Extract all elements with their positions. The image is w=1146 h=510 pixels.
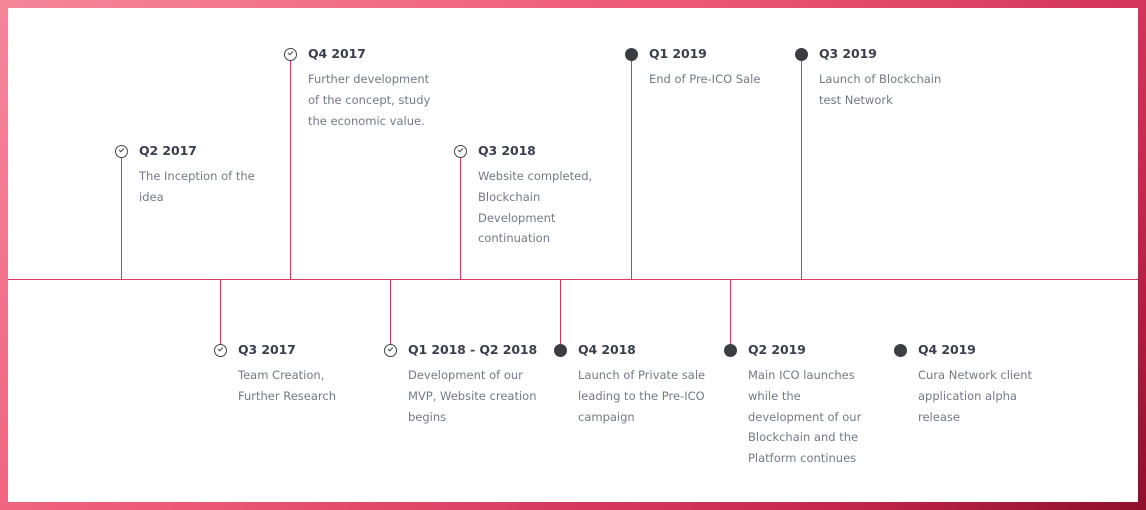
description-line: Website completed,: [478, 169, 593, 183]
connector-line: [460, 157, 461, 279]
description-line: MVP, Website creation: [408, 388, 537, 403]
connector-line: [121, 157, 122, 279]
description-line: Development: [478, 210, 556, 225]
description-line: leading to the Pre-ICO: [578, 388, 705, 403]
connector-line: [390, 279, 391, 344]
description-line: Launch of Blockchain: [819, 72, 942, 86]
description-line: Team Creation,: [238, 368, 325, 382]
milestone-period: Q2 2019: [748, 342, 806, 357]
timeline-axis: [8, 279, 1138, 280]
check-icon: [115, 145, 128, 158]
check-icon: [384, 344, 397, 357]
connector-line: [290, 60, 291, 279]
milestone-description: Launch of Private sale leading to the Pre…: [578, 365, 705, 427]
milestone-period: Q4 2017: [308, 46, 366, 61]
description-line: Blockchain and the: [748, 430, 859, 445]
connector-line: [631, 60, 632, 279]
description-line: test Network: [819, 92, 893, 107]
description-line: application alpha: [918, 388, 1017, 403]
description-line: campaign: [578, 409, 635, 424]
check-icon: [214, 344, 227, 357]
description-line: Platform continues: [748, 451, 857, 466]
dot-icon: [625, 48, 638, 61]
dot-icon: [894, 344, 907, 357]
milestone-period: Q2 2017: [139, 143, 197, 158]
dot-icon: [724, 344, 737, 357]
description-line: Cura Network client: [918, 368, 1033, 382]
description-line: The Inception of the: [139, 169, 255, 183]
description-line: Main ICO launches: [748, 368, 855, 382]
description-line: Development of our: [408, 368, 523, 382]
milestone-period: Q3 2018: [478, 143, 536, 158]
milestone-period: Q4 2018: [578, 342, 636, 357]
description-line: of the concept, study: [308, 92, 431, 107]
description-line: release: [918, 409, 960, 424]
milestone-description: The Inception of the idea: [139, 166, 255, 208]
connector-line: [730, 279, 731, 344]
description-line: Launch of Private sale: [578, 368, 706, 382]
connector-line: [801, 60, 802, 279]
connector-line: [560, 279, 561, 344]
milestone-period: Q3 2019: [819, 46, 877, 61]
description-line: idea: [139, 189, 164, 204]
connector-line: [220, 279, 221, 344]
description-line: development of our: [748, 409, 862, 424]
milestone-period: Q3 2017: [238, 342, 296, 357]
description-line: continuation: [478, 231, 551, 246]
milestone-period: Q4 2019: [918, 342, 976, 357]
milestone-period: Q1 2019: [649, 46, 707, 61]
description-line: while the: [748, 388, 801, 403]
check-icon: [454, 145, 467, 158]
description-line: begins: [408, 409, 447, 424]
description-line: Blockchain: [478, 189, 541, 204]
description-line: Further Research: [238, 388, 337, 403]
milestone-description: End of Pre-ICO Sale: [649, 69, 760, 90]
description-line: Further development: [308, 72, 430, 86]
check-icon: [284, 48, 297, 61]
milestone-description: Main ICO launches while the development of…: [748, 365, 861, 469]
milestone-description: Team Creation, Further Research: [238, 365, 336, 407]
milestone-period: Q1 2018 - Q2 2018: [408, 342, 538, 357]
dot-icon: [795, 48, 808, 61]
milestone-description: Cura Network client application alpha rele…: [918, 365, 1032, 427]
description-line: End of Pre-ICO Sale: [649, 72, 761, 86]
milestone-description: Launch of Blockchain test Network: [819, 69, 941, 111]
milestone-description: Further development of the concept, study…: [308, 69, 430, 131]
description-line: the economic value.: [308, 113, 425, 128]
dot-icon: [554, 344, 567, 357]
